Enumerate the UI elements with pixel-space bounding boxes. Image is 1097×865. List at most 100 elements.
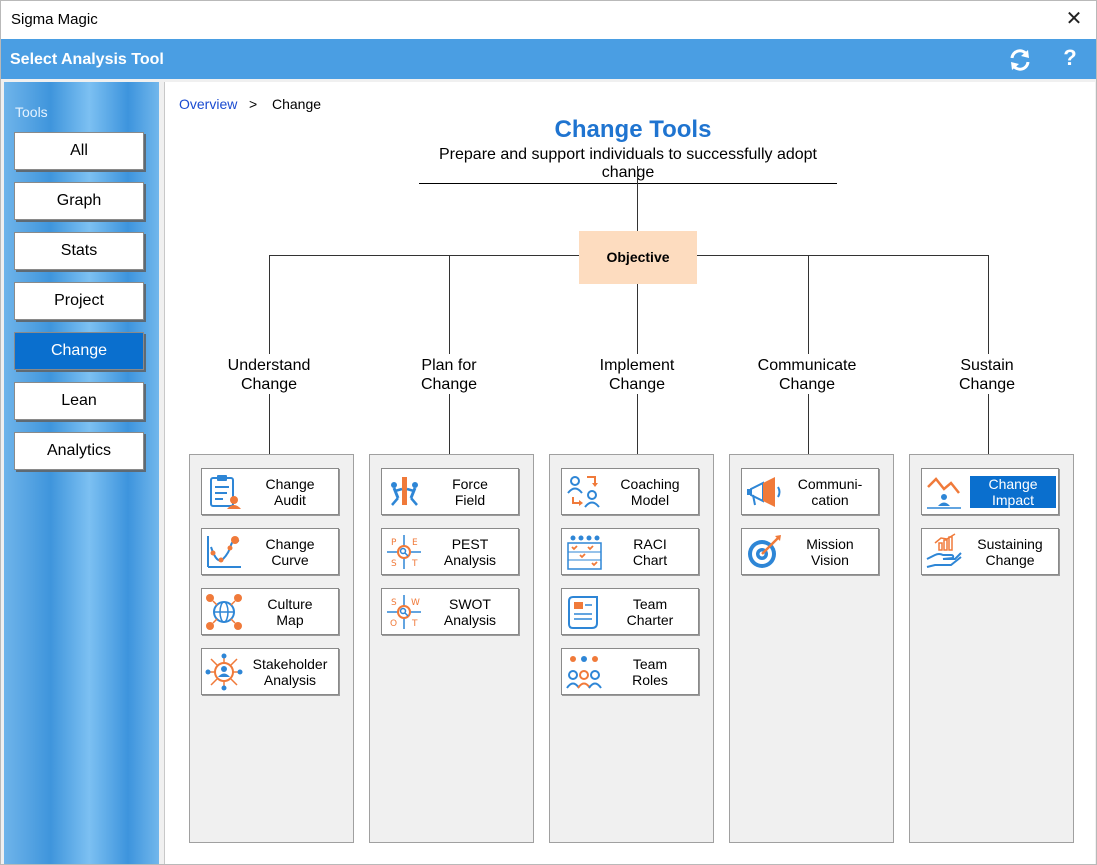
pest-letter: P <box>391 538 397 548</box>
audit-clipboard-icon <box>205 473 243 511</box>
category-label-line1: Sustain <box>960 357 1014 374</box>
category-label-line1: Implement <box>599 357 675 374</box>
sidebar-item-project[interactable]: Project <box>14 282 144 320</box>
dialog-title: Select Analysis Tool <box>10 51 164 68</box>
swot-letter: O <box>390 619 397 629</box>
connector-col2-top <box>449 255 450 354</box>
category-sustain-change: Sustain Change <box>917 356 1057 394</box>
category-communicate-change: Communicate Change <box>737 356 877 394</box>
change-tools-panel: Overview > Change Change Tools Prepare a… <box>164 82 1095 864</box>
sidebar-item-graph[interactable]: Graph <box>14 182 144 220</box>
pest-letter: S <box>391 559 397 569</box>
sidebar-item-analytics[interactable]: Analytics <box>14 432 144 470</box>
category-label-line2: Change <box>778 376 836 393</box>
pest-letter: E <box>412 538 418 548</box>
breadcrumb-overview-link[interactable]: Overview <box>179 96 238 112</box>
connector-col4-top <box>808 255 809 354</box>
connector-col5-top <box>988 255 989 354</box>
swot-letter: W <box>411 598 420 608</box>
stakeholder-hub-icon <box>205 653 243 691</box>
tools-label: Tools <box>15 104 48 120</box>
title-bar: Sigma Magic ✕ <box>1 1 1096 39</box>
tools-sidebar: Tools All Graph Stats Project Change Lea… <box>4 82 159 864</box>
category-label-line2: Change <box>240 376 298 393</box>
refresh-icon[interactable] <box>1007 47 1033 73</box>
sidebar-item-all[interactable]: All <box>14 132 144 170</box>
swot-letter: T <box>411 619 418 629</box>
sidebar-item-lean[interactable]: Lean <box>14 382 144 420</box>
connector-col5-bottom <box>988 394 989 454</box>
swot-icon: S W O T <box>385 593 423 631</box>
megaphone-icon <box>745 473 783 511</box>
tool-communication[interactable]: Communi-cation <box>741 468 879 515</box>
category-understand-change: Understand Change <box>199 356 339 394</box>
category-label-line2: Change <box>420 376 478 393</box>
category-label-line1: Plan for <box>421 357 477 374</box>
pest-icon: P E S T <box>385 533 423 571</box>
hand-growth-icon <box>925 533 963 571</box>
connector-col1-top <box>269 255 270 354</box>
connector-objective-down <box>637 284 638 354</box>
help-icon[interactable]: ? <box>1063 45 1077 70</box>
connector-col2-bottom <box>449 394 450 454</box>
connector-col4-bottom <box>808 394 809 454</box>
category-label-line1: Understand <box>227 357 311 374</box>
category-label-line2: Change <box>958 376 1016 393</box>
category-plan-change: Plan for Change <box>379 356 519 394</box>
dialog-header: Select Analysis Tool ? <box>1 39 1096 79</box>
impact-chart-icon <box>925 473 963 511</box>
category-label-line2: Change <box>608 376 666 393</box>
category-label-line1: Communicate <box>757 357 857 374</box>
sidebar-item-stats[interactable]: Stats <box>14 232 144 270</box>
objective-box: Objective <box>579 231 697 284</box>
change-curve-icon <box>205 533 243 571</box>
raci-chart-icon <box>565 533 603 571</box>
close-icon[interactable]: ✕ <box>1065 8 1083 30</box>
breadcrumb-current: Change <box>272 96 322 112</box>
team-roles-icon <box>565 653 603 691</box>
category-implement-change: Implement Change <box>567 356 707 394</box>
coaching-icon <box>565 473 603 511</box>
tool-label: Communi-cation <box>797 475 863 508</box>
sidebar-item-change[interactable]: Change <box>14 332 144 370</box>
connector-col3-bottom <box>637 394 638 454</box>
pest-letter: T <box>411 559 418 569</box>
force-field-icon <box>385 473 423 511</box>
globe-network-icon <box>205 593 243 631</box>
connector-title-objective <box>637 166 638 231</box>
